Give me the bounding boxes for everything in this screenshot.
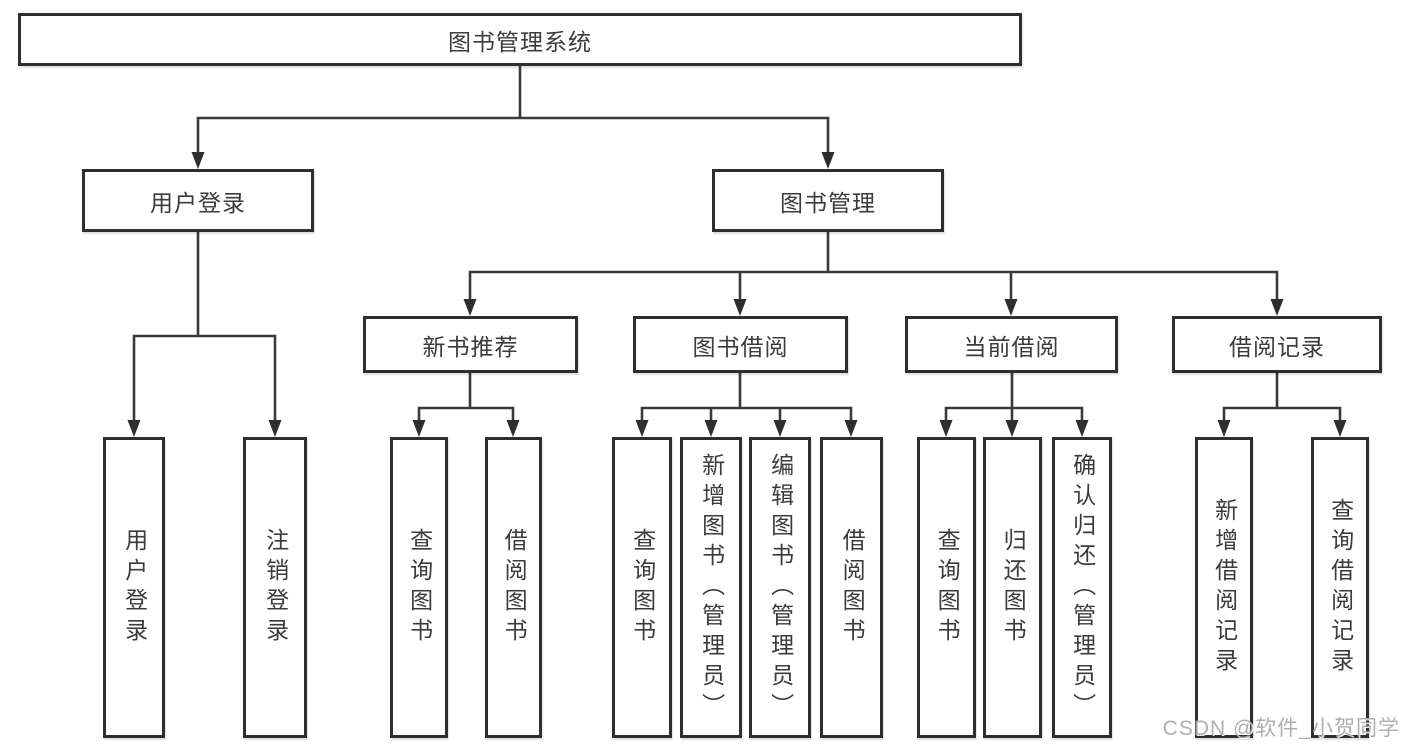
connector-book-management bbox=[468, 230, 1279, 304]
node-user-login: 用户登录 bbox=[82, 169, 314, 232]
leaf-add-borrow-record-label: 新增借阅记录 bbox=[1211, 497, 1238, 678]
node-new-book-recommend: 新书推荐 bbox=[363, 316, 578, 373]
leaf-query-borrow-record-label: 查询借阅记录 bbox=[1327, 497, 1354, 678]
leaf-borrow-query-books-label: 查询图书 bbox=[629, 527, 656, 648]
node-current-borrow: 当前借阅 bbox=[905, 316, 1118, 373]
node-book-borrow: 图书借阅 bbox=[633, 316, 848, 373]
connector-borrow-records bbox=[1222, 371, 1342, 425]
leaf-return-books-label: 归还图书 bbox=[1000, 527, 1027, 648]
node-root-label: 图书管理系统 bbox=[448, 28, 592, 55]
leaf-user-login: 用户登录 bbox=[103, 437, 165, 738]
leaf-borrow-books: 借阅图书 bbox=[820, 437, 883, 738]
leaf-recommend-query-books-label: 查询图书 bbox=[406, 527, 433, 648]
leaf-current-query-books-label: 查询图书 bbox=[934, 527, 961, 648]
leaf-user-login-label: 用户登录 bbox=[121, 527, 148, 648]
leaf-recommend-borrow-books: 借阅图书 bbox=[485, 437, 542, 738]
node-new-book-recommend-label: 新书推荐 bbox=[422, 333, 519, 360]
leaf-current-query-books: 查询图书 bbox=[917, 437, 976, 738]
arrowheads bbox=[127, 152, 1347, 437]
leaf-logout-label: 注销登录 bbox=[262, 527, 289, 648]
connector-new-book-recommend bbox=[417, 371, 515, 425]
leaf-recommend-query-books: 查询图书 bbox=[390, 437, 448, 738]
leaf-query-borrow-record: 查询借阅记录 bbox=[1311, 437, 1369, 738]
node-borrow-records: 借阅记录 bbox=[1172, 316, 1382, 373]
connector-root bbox=[196, 64, 830, 157]
leaf-edit-books-admin: 编辑图书（管理员） bbox=[749, 437, 811, 738]
node-root-system: 图书管理系统 bbox=[18, 13, 1022, 66]
csdn-watermark: CSDN @软件_小贺同学 bbox=[1162, 717, 1400, 740]
node-user-login-label: 用户登录 bbox=[150, 189, 246, 216]
leaf-edit-books-admin-label: 编辑图书（管理员） bbox=[767, 452, 794, 723]
leaf-confirm-return-admin: 确认归还（管理员） bbox=[1052, 437, 1112, 738]
node-current-borrow-label: 当前借阅 bbox=[963, 333, 1060, 360]
connector-book-borrow bbox=[640, 371, 853, 425]
node-book-management: 图书管理 bbox=[712, 169, 944, 232]
connector-user-login bbox=[132, 230, 277, 425]
node-book-borrow-label: 图书借阅 bbox=[692, 333, 789, 360]
leaf-recommend-borrow-books-label: 借阅图书 bbox=[501, 527, 528, 648]
leaf-return-books: 归还图书 bbox=[983, 437, 1042, 738]
leaf-confirm-return-admin-label: 确认归还（管理员） bbox=[1069, 452, 1096, 723]
leaf-add-borrow-record: 新增借阅记录 bbox=[1195, 437, 1253, 738]
leaf-add-books-admin-label: 新增图书（管理员） bbox=[698, 452, 725, 723]
leaf-add-books-admin: 新增图书（管理员） bbox=[680, 437, 742, 738]
leaf-borrow-query-books: 查询图书 bbox=[612, 437, 672, 738]
leaf-logout: 注销登录 bbox=[243, 437, 307, 738]
leaf-borrow-books-label: 借阅图书 bbox=[839, 527, 866, 648]
node-book-management-label: 图书管理 bbox=[780, 189, 876, 216]
node-borrow-records-label: 借阅记录 bbox=[1229, 333, 1325, 360]
connector-current-borrow bbox=[944, 371, 1084, 425]
